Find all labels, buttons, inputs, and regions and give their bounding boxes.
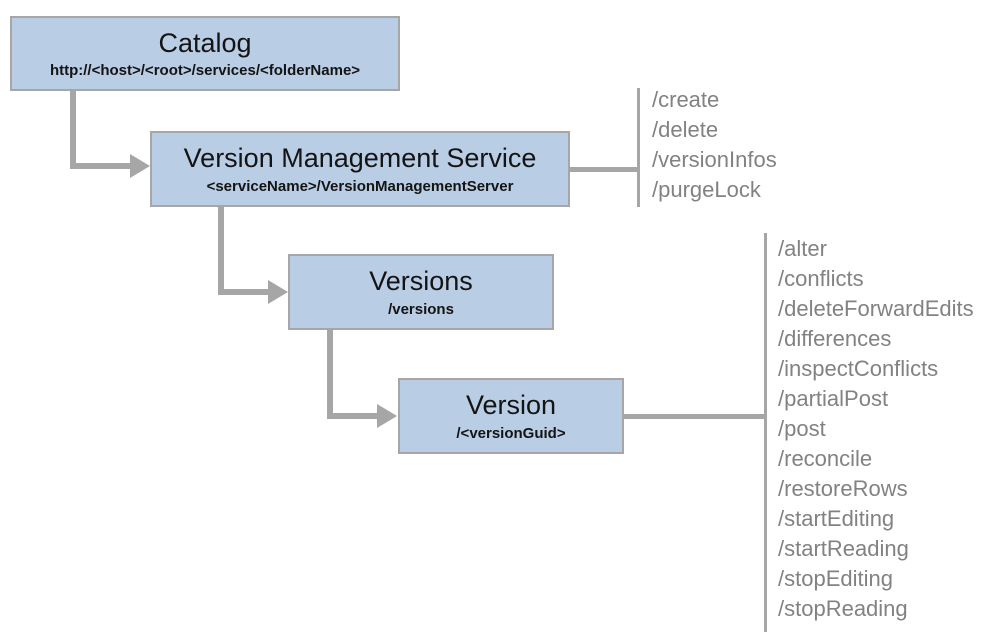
arrowhead-right-icon xyxy=(268,280,288,304)
node-catalog-subtitle: http://<host>/<root>/services/<folderNam… xyxy=(49,62,361,80)
operation-item: /startEditing xyxy=(778,506,895,531)
node-catalog: Catalog http://<host>/<root>/services/<f… xyxy=(10,16,400,91)
node-catalog-title: Catalog xyxy=(158,27,252,58)
arrowhead-right-icon xyxy=(130,154,150,178)
operation-item: /post xyxy=(778,416,826,441)
version-operations-rail-line xyxy=(764,233,767,632)
operation-item: /differences xyxy=(778,326,892,351)
operation-item: /conflicts xyxy=(778,266,864,291)
operation-item: /alter xyxy=(778,236,827,261)
node-vms-subtitle: <serviceName>/VersionManagementServer xyxy=(206,177,514,195)
operation-item: /stopReading xyxy=(778,596,908,621)
connector-catalog-to-vms-horizontal xyxy=(70,163,132,169)
operation-item: /delete xyxy=(652,117,719,142)
operation-item: /restoreRows xyxy=(778,476,908,501)
node-versions: Versions /versions xyxy=(288,254,554,330)
node-version-subtitle: /<versionGuid> xyxy=(456,424,566,442)
vms-operations-rail-line xyxy=(637,88,640,207)
operation-item: /purgeLock xyxy=(652,177,761,202)
connector-versions-to-version-vertical xyxy=(327,330,333,416)
node-versions-title: Versions xyxy=(369,266,473,297)
node-vms-title: Version Management Service xyxy=(183,143,537,174)
vms-operations-list: /create /delete /versionInfos /purgeLock xyxy=(652,85,777,205)
operation-item: /deleteForwardEdits xyxy=(778,296,974,321)
node-version: Version /<versionGuid> xyxy=(398,378,624,454)
operation-item: /partialPost xyxy=(778,386,889,411)
operation-item: /versionInfos xyxy=(652,147,777,172)
vms-operations-stub-line xyxy=(570,167,638,172)
operation-item: /startReading xyxy=(778,536,909,561)
operation-item: /stopEditing xyxy=(778,566,893,591)
node-version-title: Version xyxy=(465,390,557,421)
node-versions-subtitle: /versions xyxy=(388,300,454,318)
connector-vms-to-versions-vertical xyxy=(218,207,224,295)
operation-item: /inspectConflicts xyxy=(778,356,939,381)
connector-versions-to-version-horizontal xyxy=(327,413,379,419)
node-version-management-service: Version Management Service <serviceName>… xyxy=(150,131,570,207)
operation-item: /reconcile xyxy=(778,446,873,471)
version-operations-stub-line xyxy=(624,414,765,419)
arrowhead-right-icon xyxy=(377,404,397,428)
connector-catalog-to-vms-vertical xyxy=(70,91,76,169)
version-operations-list: /alter /conflicts /deleteForwardEdits /d… xyxy=(778,234,974,624)
operation-item: /create xyxy=(652,87,720,112)
connector-vms-to-versions-horizontal xyxy=(218,289,270,295)
